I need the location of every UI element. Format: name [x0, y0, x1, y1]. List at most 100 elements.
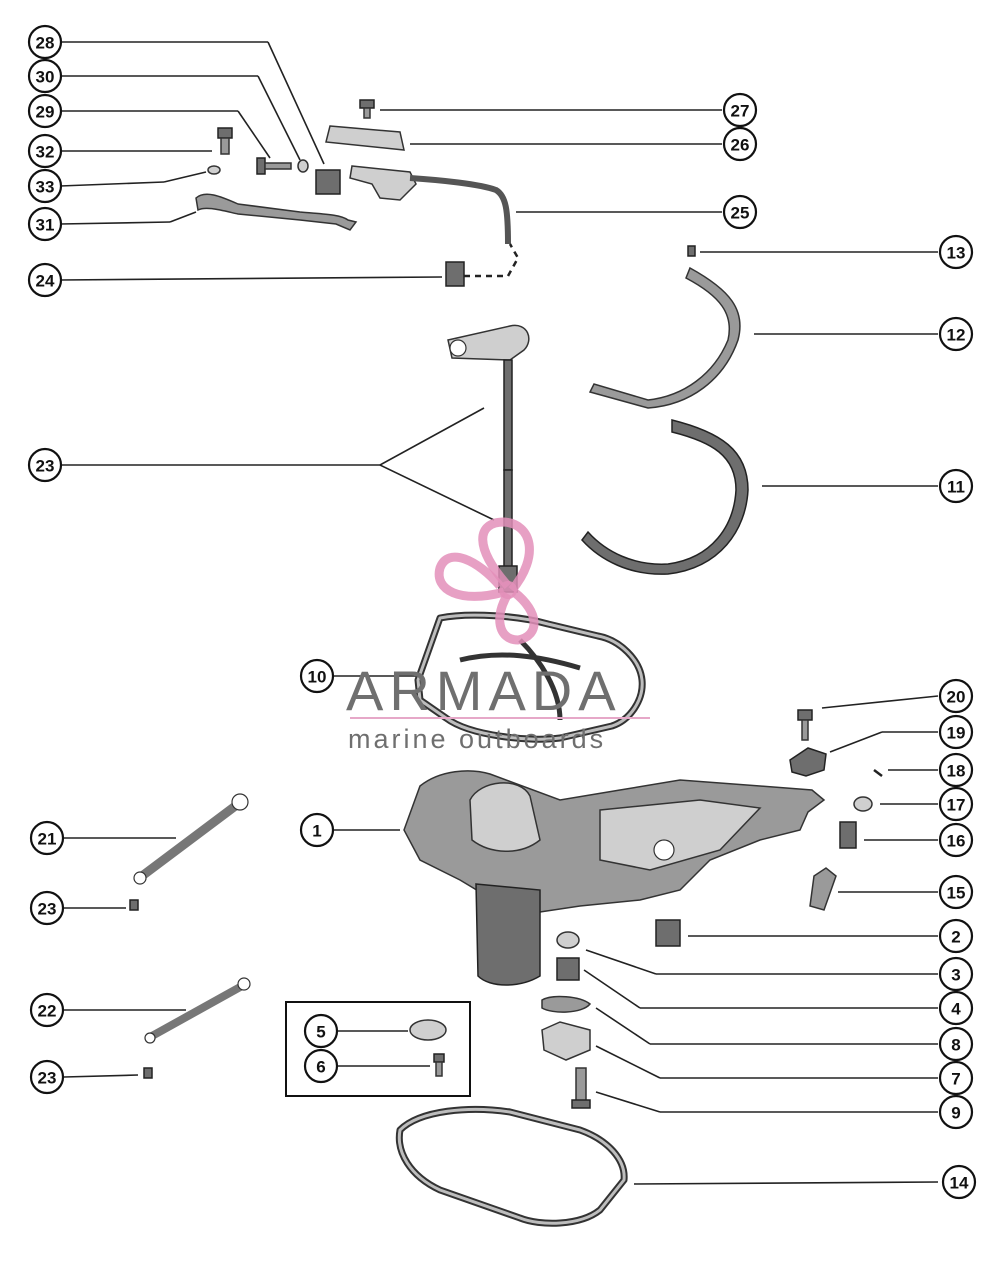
part-11-seal [581, 419, 749, 575]
svg-text:11: 11 [947, 478, 965, 497]
svg-text:9: 9 [951, 1104, 960, 1123]
part-17-washer [853, 796, 873, 812]
part-31-clip [297, 159, 309, 173]
svg-text:14: 14 [950, 1174, 969, 1193]
part-9-bolt [571, 1067, 591, 1109]
callout-1: 1 [299, 812, 335, 848]
part-21-link-rod [133, 793, 249, 885]
svg-text:5: 5 [316, 1023, 325, 1042]
callout-30: 29 [27, 93, 63, 129]
part-27-plate [325, 125, 405, 151]
part-13-screw [687, 245, 696, 257]
svg-text:28: 28 [36, 34, 55, 53]
part-1-housing [403, 770, 826, 986]
part-15-lever [809, 867, 837, 911]
part-18-pin [873, 769, 883, 777]
svg-text:22: 22 [38, 1002, 57, 1021]
svg-text:6: 6 [316, 1058, 325, 1077]
callout-29: 28 [27, 24, 63, 60]
svg-text:31: 31 [36, 216, 55, 235]
svg-text:30: 30 [36, 68, 55, 87]
svg-text:4: 4 [951, 1000, 961, 1019]
svg-text:23: 23 [38, 900, 57, 919]
part-8-gasket [541, 995, 592, 1013]
callout-15: 15 [938, 874, 974, 910]
callout-bubbles: 28 30 29 32 33 31 24 23 27 26 25 13 12 1… [27, 24, 977, 1200]
callout-12: 12 [938, 316, 974, 352]
svg-text:12: 12 [947, 326, 966, 345]
callout-28: 27 [722, 92, 758, 128]
part-29-block [315, 169, 341, 195]
part-25-dashed-link [464, 243, 520, 278]
part-4-bushing [556, 957, 580, 981]
svg-text:32: 32 [36, 143, 55, 162]
callout-11: 11 [938, 468, 974, 504]
callout-18: 18 [938, 752, 974, 788]
svg-text:3: 3 [951, 966, 960, 985]
svg-text:27: 27 [731, 102, 750, 121]
svg-text:33: 33 [36, 178, 55, 197]
part-7-mount [541, 1021, 591, 1061]
svg-text:13: 13 [947, 244, 966, 263]
callout-34: 33 [27, 168, 63, 204]
svg-text:17: 17 [947, 796, 966, 815]
part-19-clamp [789, 747, 827, 777]
callout-21: 21 [29, 820, 65, 856]
callout-32: 31 [27, 206, 63, 242]
callout-24: 23 [27, 447, 63, 483]
part-22-link-rod [144, 977, 251, 1044]
callout-3: 3 [938, 956, 974, 992]
callout-10: 10 [299, 658, 335, 694]
propeller-logo-icon [434, 517, 539, 645]
svg-text:25: 25 [731, 204, 750, 223]
svg-text:23: 23 [36, 457, 55, 476]
part-23-screw-b [143, 1067, 153, 1079]
subassembly-box [285, 1001, 471, 1097]
part-12-seal [588, 266, 741, 409]
callout-6: 6 [303, 1048, 339, 1084]
callout-23-a: 23 [29, 890, 65, 926]
logo-tagline: marine outboards [348, 724, 606, 754]
svg-text:8: 8 [951, 1036, 960, 1055]
callout-20: 20 [938, 678, 974, 714]
part-32-link [195, 193, 358, 231]
part-26-shaft [349, 165, 511, 245]
callout-2: 2 [938, 918, 974, 954]
armada-logo: ARMADA marine outboards [346, 517, 650, 754]
svg-text:16: 16 [947, 832, 966, 851]
callout-16: 16 [938, 822, 974, 858]
part-3-washer [556, 931, 580, 949]
svg-text:23: 23 [38, 1069, 57, 1088]
svg-text:19: 19 [947, 724, 966, 743]
part-16-spring [839, 821, 857, 849]
svg-text:10: 10 [308, 668, 327, 687]
part-28-screw [359, 99, 375, 119]
svg-text:18: 18 [947, 762, 966, 781]
svg-text:26: 26 [731, 136, 750, 155]
logo-brand: ARMADA [346, 659, 622, 722]
part-10-gasket [414, 611, 646, 743]
svg-text:15: 15 [947, 884, 966, 903]
svg-text:29: 29 [36, 103, 55, 122]
leader-lines [59, 41, 939, 1185]
callout-27: 26 [722, 126, 758, 162]
callout-23-b: 23 [29, 1059, 65, 1095]
part-25-bushing [445, 261, 465, 287]
part-5-clamp [409, 1019, 447, 1041]
callout-8: 8 [938, 1026, 974, 1062]
callout-7: 7 [938, 1060, 974, 1096]
svg-text:7: 7 [951, 1070, 960, 1089]
callout-31: 30 [27, 58, 63, 94]
callout-5: 5 [303, 1013, 339, 1049]
callout-13: 13 [938, 234, 974, 270]
callout-22: 22 [29, 992, 65, 1028]
svg-text:2: 2 [951, 928, 960, 947]
part-23-screw-a [129, 899, 139, 911]
part-34-washer [207, 165, 221, 175]
part-6-screw [433, 1053, 445, 1077]
part-33-bolt [217, 127, 233, 155]
callout-26: 25 [722, 194, 758, 230]
part-2-bushing [655, 919, 681, 947]
callout-14: 14 [941, 1164, 977, 1200]
